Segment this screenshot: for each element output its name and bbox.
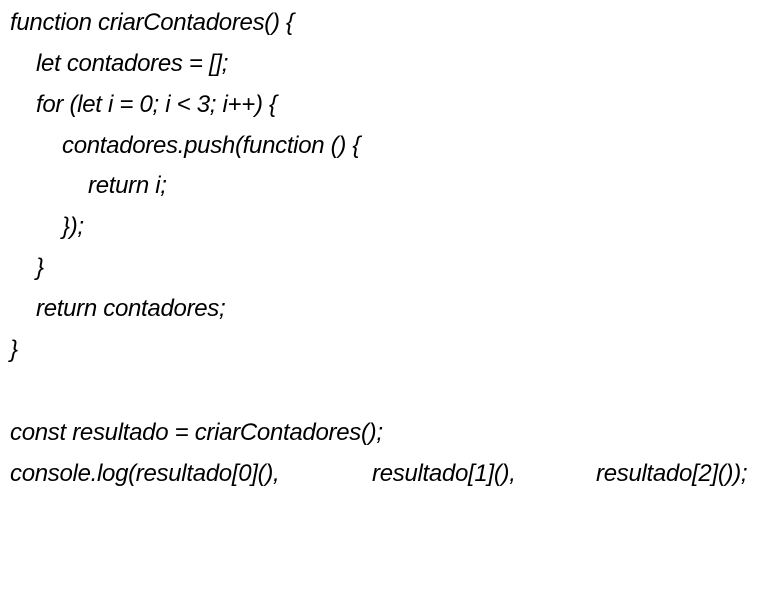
code-line-5: return i; [88, 172, 167, 199]
code-line-2: let contadores = []; [36, 50, 229, 77]
code-line-6: }); [62, 213, 84, 240]
console-log-part-3: resultado[2]()); [596, 460, 748, 487]
code-line-4: contadores.push(function () { [62, 132, 361, 159]
code-snippet: function criarContadores() { let contado… [10, 9, 748, 489]
code-line-1: function criarContadores() { [10, 9, 294, 36]
code-line-11: const resultado = criarContadores(); [10, 419, 383, 446]
console-log-part-2: resultado[1](), [372, 460, 516, 487]
code-line-8: return contadores; [36, 295, 226, 322]
code-line-7: } [36, 254, 44, 281]
code-line-9: } [10, 336, 18, 363]
console-log-part-1: console.log(resultado[0](), [10, 460, 280, 487]
code-line-3: for (let i = 0; i < 3; i++) { [36, 91, 277, 118]
code-line-12: console.log(resultado[0](), resultado[1]… [10, 459, 748, 489]
